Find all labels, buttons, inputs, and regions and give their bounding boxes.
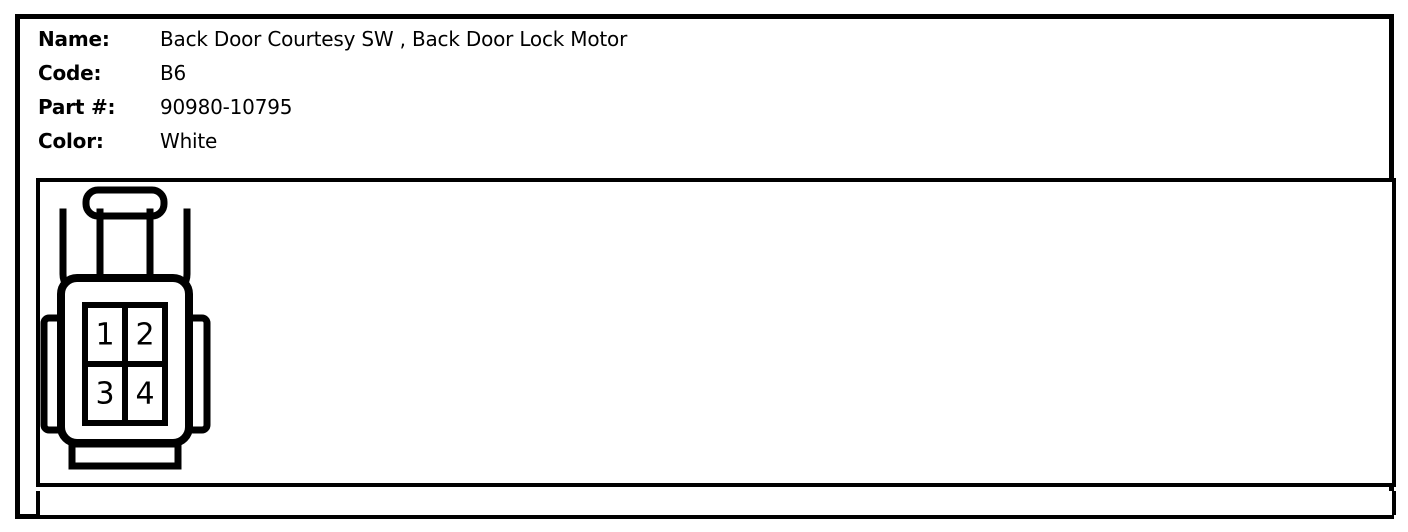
part-number-value: 90980-10795 — [160, 95, 293, 119]
info-row-name: Name: Back Door Courtesy SW , Back Door L… — [38, 22, 1238, 56]
name-value: Back Door Courtesy SW , Back Door Lock M… — [160, 27, 628, 51]
name-label: Name: — [38, 27, 110, 51]
code-value: B6 — [160, 61, 187, 85]
info-row-color: Color: White — [38, 124, 1238, 158]
top-latch-tab — [82, 186, 168, 220]
pin-number-4: 4 — [135, 377, 154, 412]
part-number-label: Part #: — [38, 95, 116, 119]
color-label: Color: — [38, 129, 104, 153]
code-label: Code: — [38, 61, 102, 85]
diagram-panel: 1 2 3 4 — [36, 178, 1396, 487]
bottom-bar — [68, 440, 182, 470]
connector-diagram: 1 2 3 4 — [40, 182, 240, 487]
info-row-code: Code: B6 — [38, 56, 1238, 90]
pin-number-1: 1 — [95, 318, 114, 353]
connector-info-block: Name: Back Door Courtesy SW , Back Door L… — [38, 22, 1238, 158]
pin-number-2: 2 — [135, 318, 154, 353]
color-value: White — [160, 129, 218, 153]
pin-number-3: 3 — [95, 377, 114, 412]
info-row-part-number: Part #: 90980-10795 — [38, 90, 1238, 124]
footer-strip — [36, 491, 1396, 515]
